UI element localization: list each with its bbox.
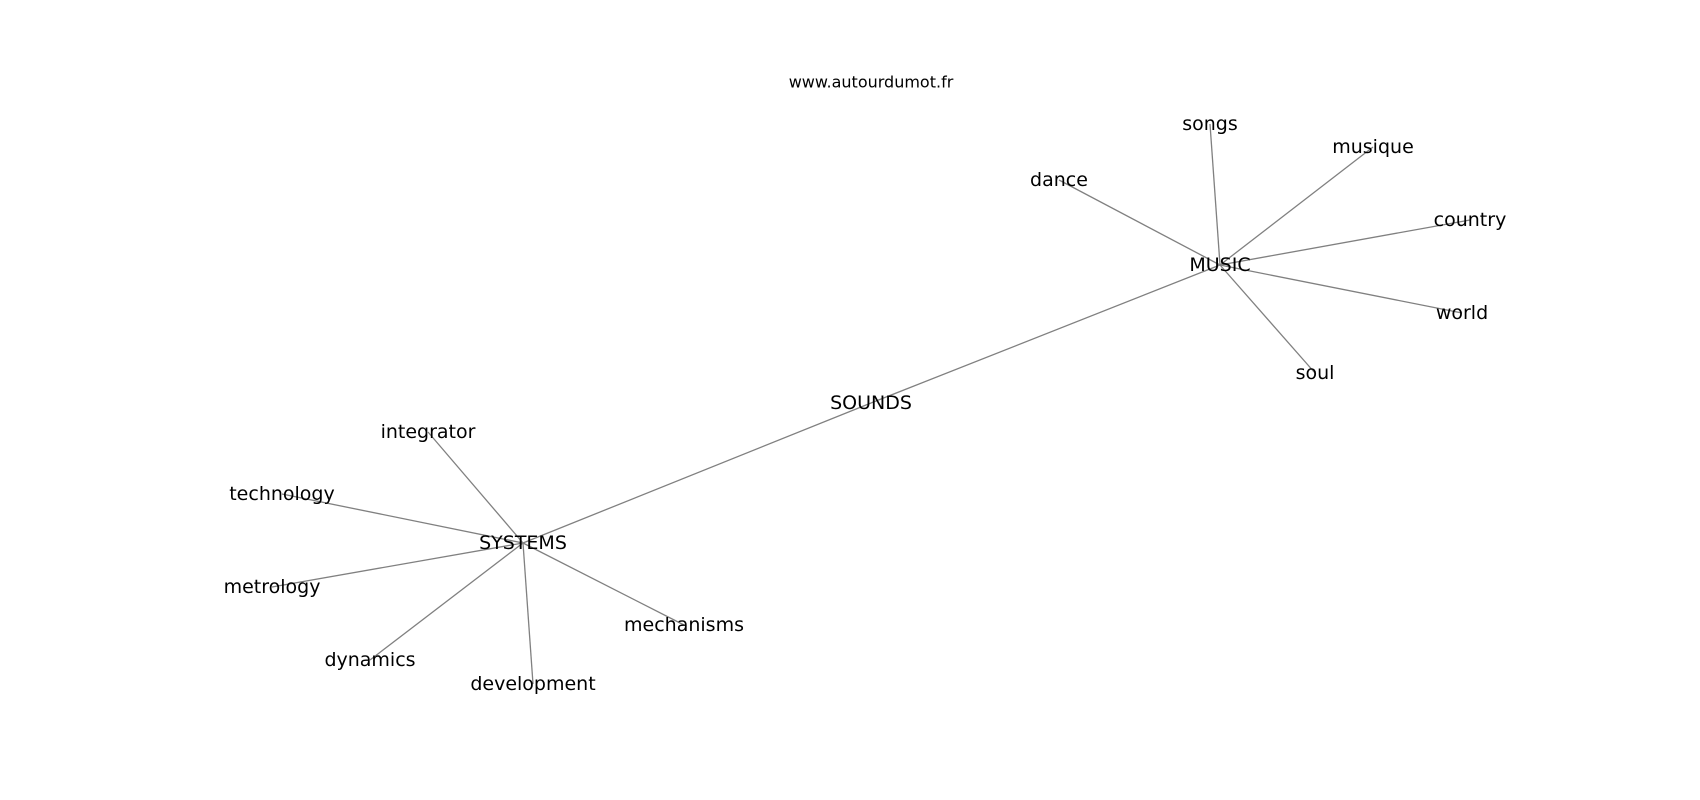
node-musique[interactable]: musique [1332,136,1414,158]
edge-music-country [1219,219,1471,266]
node-development[interactable]: development [470,673,595,695]
node-systems[interactable]: SYSTEMS [479,532,567,554]
site-watermark: www.autourdumot.fr [789,73,954,92]
edge-systems-metrology [271,542,524,588]
node-country[interactable]: country [1434,209,1507,231]
node-integrator[interactable]: integrator [381,421,476,443]
node-dance[interactable]: dance [1030,169,1088,191]
node-dynamics[interactable]: dynamics [324,649,415,671]
node-music[interactable]: MUSIC [1189,254,1250,276]
edge-systems-mechanisms [522,542,685,626]
edge-music-songs [1209,123,1221,266]
node-sounds[interactable]: SOUNDS [830,392,912,414]
edge-systems-integrator [427,431,524,544]
node-songs[interactable]: songs [1182,113,1238,135]
edge-music-soul [1219,264,1316,374]
edge-music-musique [1219,146,1374,266]
node-world[interactable]: world [1436,302,1488,324]
edge-layer [271,123,1471,685]
node-metrology[interactable]: metrology [224,576,321,598]
edge-music-world [1219,264,1463,314]
label-layer: SOUNDS MUSIC SYSTEMS songs musique dance count… [224,113,1507,695]
edge-systems-development [522,542,534,685]
edge-sounds-systems [522,402,872,544]
node-technology[interactable]: technology [229,483,335,505]
node-mechanisms[interactable]: mechanisms [624,614,744,636]
edge-systems-dynamics [369,542,524,661]
edge-sounds-music [870,264,1221,404]
edge-music-dance [1058,179,1221,266]
node-soul[interactable]: soul [1296,362,1335,384]
edge-systems-technology [281,493,524,544]
